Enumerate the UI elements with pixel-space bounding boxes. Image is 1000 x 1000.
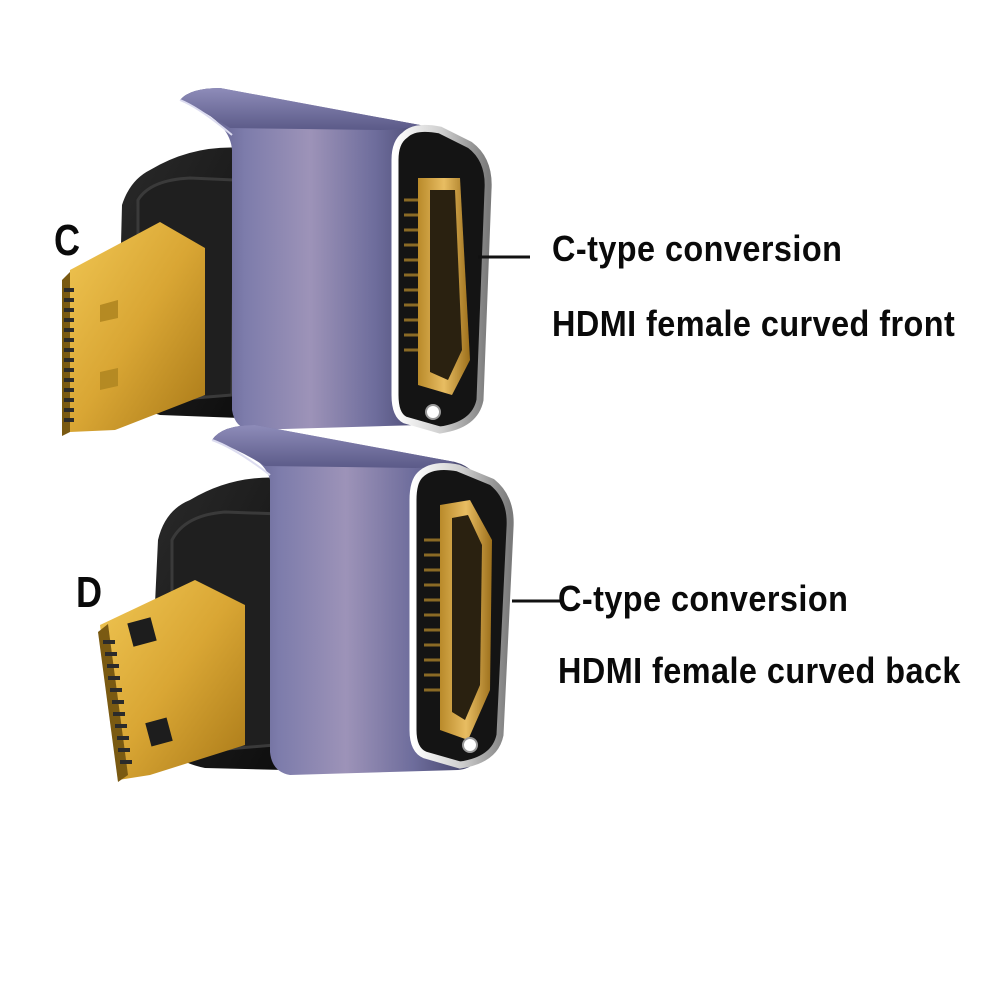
- adapter-bottom-gold-plug: [98, 580, 245, 782]
- adapter-top-port: [391, 124, 492, 434]
- adapter-top-shell: [179, 88, 440, 430]
- adapter-top-letter: C: [54, 216, 81, 265]
- adapter-bottom-port: [409, 463, 514, 769]
- adapter-top: [62, 88, 530, 436]
- adapter-bottom-caption-line2: HDMI female curved back: [558, 650, 961, 691]
- adapter-bottom-caption-line1: C-type conversion: [558, 578, 849, 619]
- adapter-bottom: [98, 425, 560, 782]
- adapter-top-caption-line2: HDMI female curved front: [552, 303, 956, 344]
- adapter-bottom-letter: D: [76, 568, 103, 617]
- adapter-top-caption-line1: C-type conversion: [552, 228, 843, 269]
- adapter-top-gold-plug: [62, 222, 205, 436]
